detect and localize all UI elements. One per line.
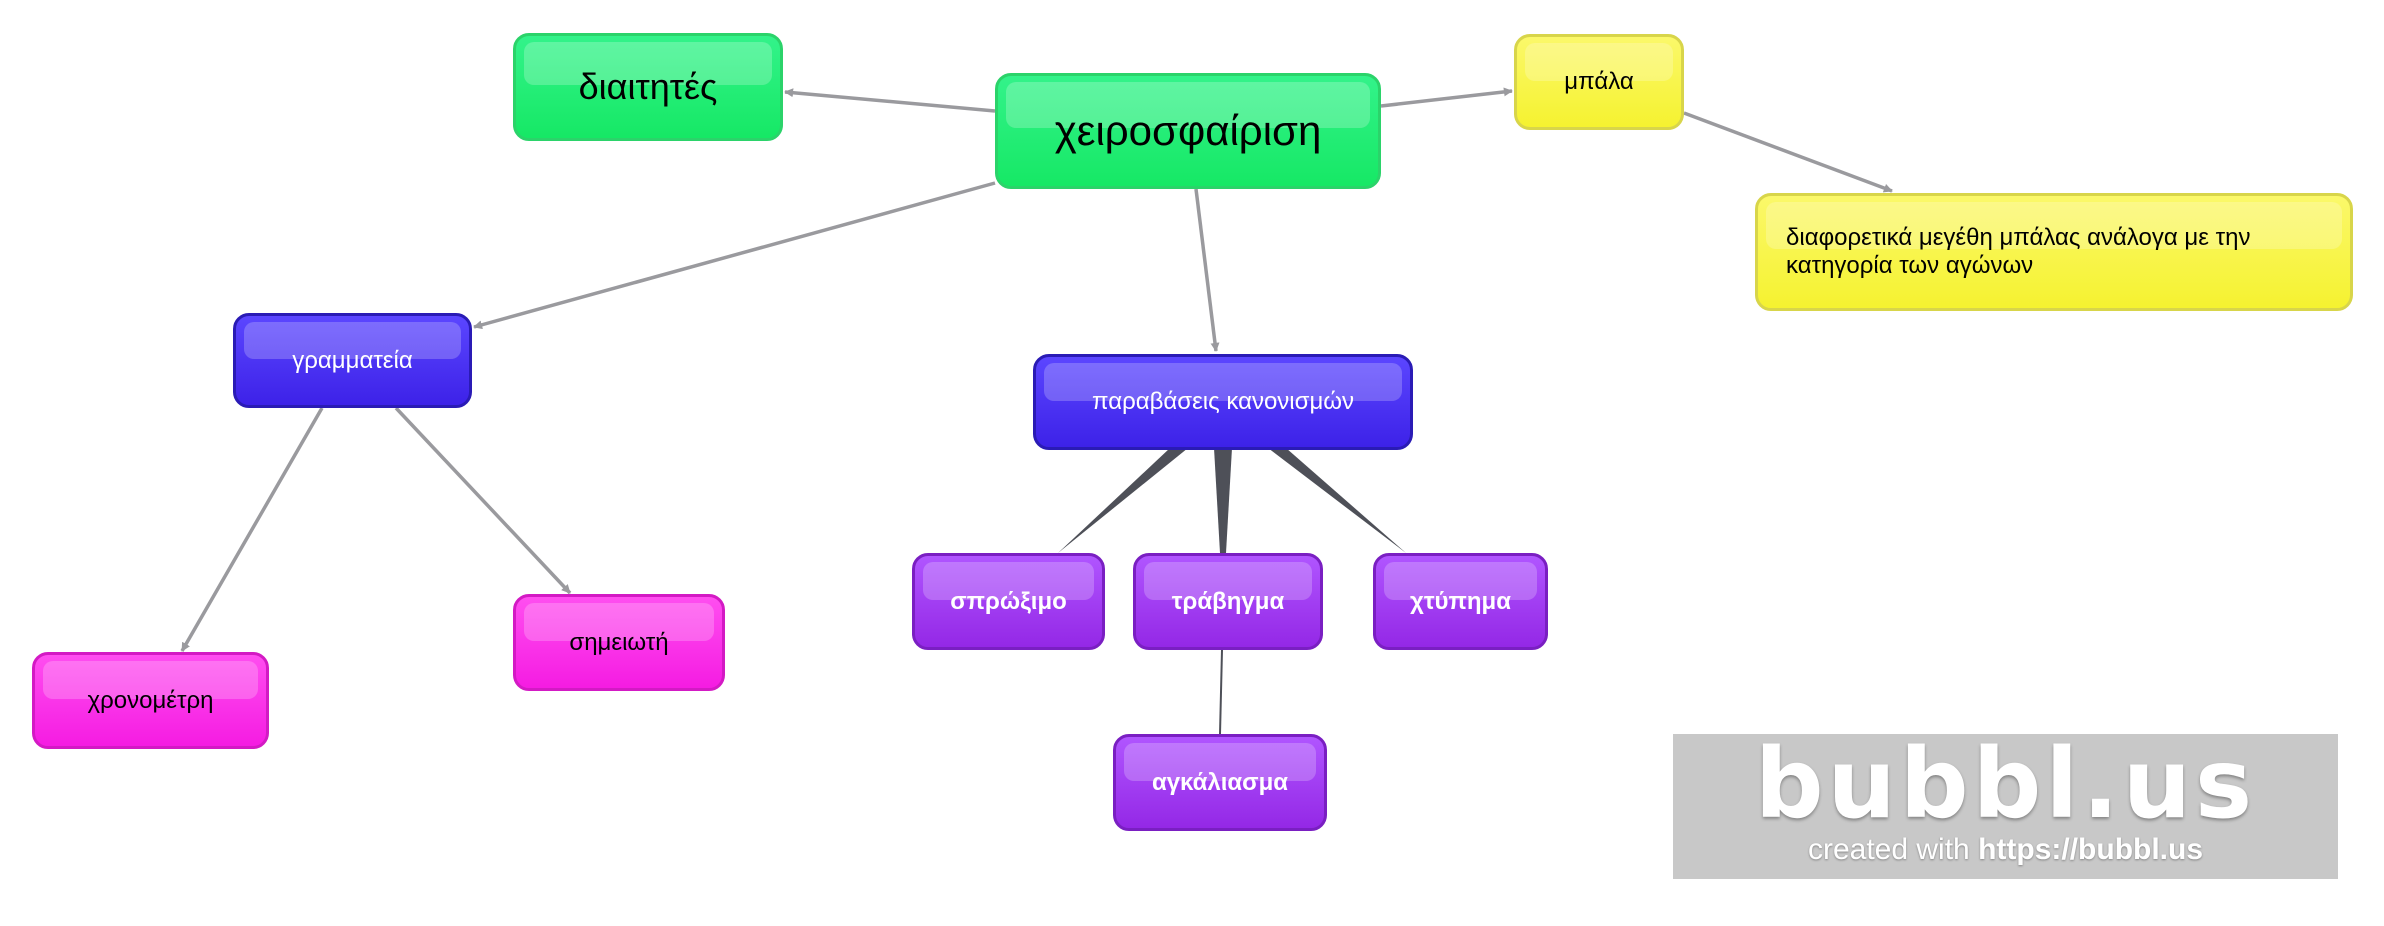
node-label: γραμματεία [292, 346, 413, 374]
spoke-pulling-to-hugging [1219, 649, 1223, 735]
node-label: τράβηγμα [1171, 587, 1285, 615]
node-referees[interactable]: διαιτητές [513, 33, 783, 141]
arrow-sec-to-timekeeper [180, 407, 324, 652]
node-label: σπρώξιμο [950, 587, 1067, 615]
tagline-url: https://bubbl.us [1978, 833, 2204, 866]
node-ball-sizes[interactable]: διαφορετικά μεγέθη μπάλας ανάλογα με την… [1755, 193, 2353, 311]
node-pulling[interactable]: τράβηγμα [1133, 553, 1323, 650]
arrow-ball-to-ballsizes [1683, 111, 1893, 193]
node-label: χειροσφαίριση [1054, 107, 1322, 154]
node-label: χρονομέτρη [87, 686, 214, 714]
node-scorekeeper[interactable]: σημειωτή [513, 594, 725, 691]
spoke-violations-to-pushing [1058, 448, 1188, 553]
arrow-root-to-ball [1380, 87, 1513, 108]
watermark-tagline: created with https://bubbl.us [1673, 832, 2338, 868]
node-label: μπάλα [1564, 68, 1634, 95]
node-label: παραβάσεις κανονισμών [1091, 388, 1355, 415]
spoke-violations-to-hitting [1268, 448, 1406, 553]
arrow-root-to-referees [784, 88, 996, 113]
node-rule-violations[interactable]: παραβάσεις κανονισμών [1033, 354, 1413, 450]
arrow-root-to-violations [1194, 188, 1220, 352]
node-ball[interactable]: μπάλα [1514, 34, 1684, 130]
node-timekeeper[interactable]: χρονομέτρη [32, 652, 269, 749]
bubblus-watermark: bubbl.us created with https://bubbl.us [1673, 734, 2338, 879]
arrow-sec-to-scorekeeper [394, 406, 572, 595]
spoke-violations-to-pulling [1214, 448, 1232, 553]
node-label: διαιτητές [578, 66, 718, 107]
node-pushing[interactable]: σπρώξιμο [912, 553, 1105, 650]
node-handball[interactable]: χειροσφαίριση [995, 73, 1381, 189]
arrow-root-to-secretariat [473, 181, 996, 330]
node-hitting[interactable]: χτύπημα [1373, 553, 1548, 650]
bubblus-logo: bubbl.us [1754, 728, 2257, 840]
node-secretariat[interactable]: γραμματεία [233, 313, 472, 408]
node-hugging[interactable]: αγκάλιασμα [1113, 734, 1327, 831]
node-label: χτύπημα [1410, 587, 1511, 615]
node-label: αγκάλιασμα [1151, 768, 1289, 796]
tagline-prefix: created with [1807, 833, 1970, 866]
node-label: διαφορετικά μεγέθη μπάλας ανάλογα με την… [1786, 224, 2251, 279]
node-label: σημειωτή [569, 628, 669, 656]
